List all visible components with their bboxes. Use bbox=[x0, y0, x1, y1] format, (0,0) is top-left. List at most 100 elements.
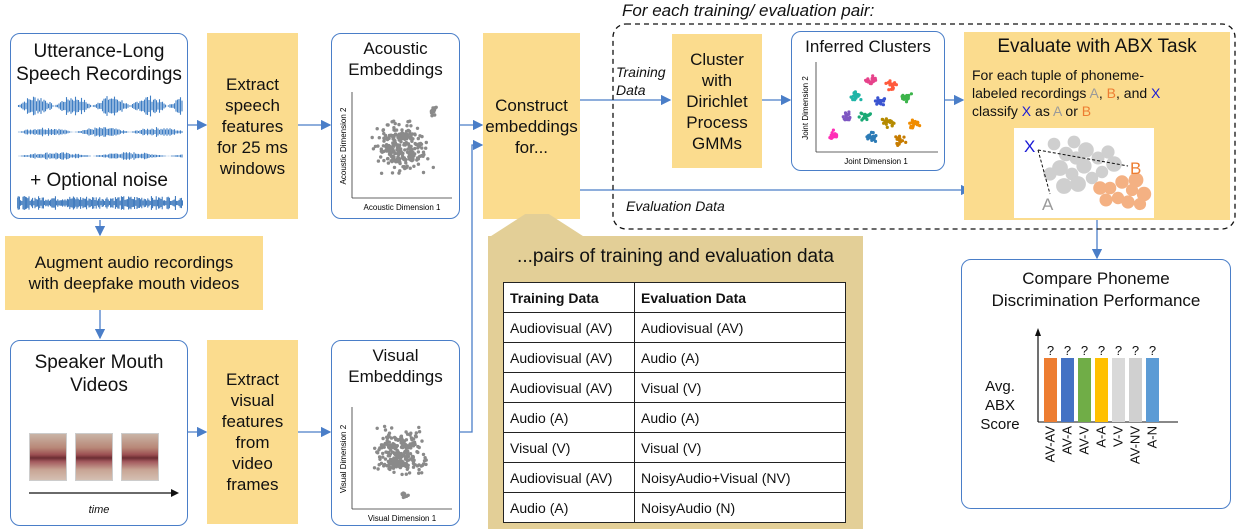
evaluation-cell: Audio (A) bbox=[634, 402, 846, 433]
training-cell: Audiovisual (AV) bbox=[503, 462, 635, 493]
pairs-panel: ...pairs of training and evaluation data… bbox=[488, 236, 863, 529]
inferred-scatter: Joint Dimension 1 Joint Dimension 2 bbox=[801, 62, 938, 166]
abx-illustration: X A B bbox=[1014, 128, 1154, 218]
bar-label-a-n: A-N bbox=[1145, 426, 1160, 448]
training-data-line1: Training bbox=[616, 64, 666, 80]
pairs-title: ...pairs of training and evaluation data bbox=[517, 246, 834, 267]
extract-visual-line2: visual bbox=[230, 391, 275, 410]
time-arrow bbox=[29, 489, 179, 497]
visual-title-line1: Visual bbox=[372, 346, 419, 365]
cluster-line1: Cluster bbox=[690, 49, 744, 69]
visual-title-line2: Embeddings bbox=[348, 367, 443, 386]
training-cell: Visual (V) bbox=[503, 432, 635, 463]
pairs-header-evaluation: Evaluation Data bbox=[634, 282, 846, 313]
acoustic-embeddings-box: Acoustic Embeddings Acoustic Dimension 1… bbox=[331, 33, 460, 219]
cluster-line4: Process bbox=[686, 112, 748, 132]
acoustic-title-line2: Embeddings bbox=[348, 60, 443, 79]
abx-description: For each tuple of phoneme- labeled recor… bbox=[972, 66, 1160, 120]
mouth-frame-3 bbox=[121, 433, 159, 481]
bar-label-av-a: AV-A bbox=[1060, 426, 1075, 455]
extract-speech-line4: for 25 ms bbox=[217, 137, 288, 157]
bar-value-label: ? bbox=[1115, 343, 1122, 358]
bar-label-av-nv: AV-NV bbox=[1128, 426, 1143, 464]
evaluation-cell: Audio (A) bbox=[634, 342, 846, 373]
abx-desc-line1: For each tuple of phoneme- bbox=[972, 67, 1144, 83]
extract-speech-line2: speech bbox=[225, 95, 280, 115]
extract-speech-line5: windows bbox=[219, 158, 286, 178]
pairs-table-wrap: Training Data Evaluation Data Audiovisua… bbox=[503, 282, 846, 523]
bar-av-v bbox=[1078, 358, 1091, 422]
acoustic-scatter: Acoustic Dimension 1 Acoustic Dimension … bbox=[339, 92, 452, 212]
noise-waveform bbox=[17, 196, 183, 210]
abx-title: Evaluate with ABX Task bbox=[997, 36, 1197, 57]
bar-value-label: ? bbox=[1149, 343, 1156, 358]
training-cell: Audio (A) bbox=[503, 492, 635, 523]
compare-ylabel-line2: ABX bbox=[984, 397, 1015, 414]
abx-task-box: Evaluate with ABX Task For each tuple of… bbox=[964, 32, 1230, 220]
extract-visual-line1: Extract bbox=[226, 370, 279, 389]
table-row: Audiovisual (AV)Audio (A) bbox=[503, 342, 846, 373]
abx-desc-line2: labeled recordings A, B, and X bbox=[972, 85, 1161, 101]
compare-title-line1: Compare Phoneme bbox=[1022, 269, 1170, 288]
abx-desc-line3: classify X as A or B bbox=[972, 103, 1092, 119]
training-data-label: Training Data bbox=[616, 63, 666, 99]
mouth-videos-box: Speaker Mouth Videos time bbox=[10, 340, 188, 526]
extract-visual-line5: video bbox=[232, 454, 273, 473]
construct-embeddings: Construct embeddings for... bbox=[483, 33, 580, 219]
abx-fig-x: X bbox=[1024, 137, 1035, 156]
evaluation-cell: Audiovisual (AV) bbox=[634, 312, 846, 343]
cluster-line2: with bbox=[701, 70, 733, 90]
evaluation-cell: NoisyAudio+Visual (NV) bbox=[634, 462, 846, 493]
evaluation-cell: Visual (V) bbox=[634, 432, 846, 463]
abx-fig-b: B bbox=[1130, 159, 1141, 178]
bar-label-v-v: V-V bbox=[1111, 426, 1126, 447]
extract-speech-line3: features bbox=[221, 116, 284, 136]
bar-value-label: ? bbox=[1081, 343, 1088, 358]
pairs-header-row: Training Data Evaluation Data bbox=[503, 282, 846, 313]
extract-visual-features: Extract visual features from video frame… bbox=[207, 340, 298, 524]
visual-xlabel: Visual Dimension 1 bbox=[368, 514, 437, 523]
mouth-title-line2: Videos bbox=[70, 375, 128, 396]
training-evaluation-group-border bbox=[612, 23, 1236, 230]
extract-visual-line6: frames bbox=[226, 475, 279, 494]
acoustic-title-line1: Acoustic bbox=[363, 39, 428, 58]
bar-label-a-a: A-A bbox=[1094, 426, 1109, 448]
group-title: For each training/ evaluation pair: bbox=[622, 1, 875, 20]
training-cell: Audiovisual (AV) bbox=[503, 372, 635, 403]
table-row: Audiovisual (AV)Visual (V) bbox=[503, 372, 846, 403]
pairs-table: Training Data Evaluation Data Audiovisua… bbox=[503, 282, 846, 523]
evaluation-data-label: Evaluation Data bbox=[626, 198, 725, 214]
recordings-title-line2: Speech Recordings bbox=[16, 64, 182, 85]
bar-av-nv bbox=[1129, 358, 1142, 422]
visual-ylabel: Visual Dimension 2 bbox=[339, 424, 348, 493]
extract-visual-line4: from bbox=[235, 433, 270, 452]
bar-value-label: ? bbox=[1132, 343, 1139, 358]
bar-value-label: ? bbox=[1098, 343, 1105, 358]
table-row: Audio (A)Audio (A) bbox=[503, 402, 846, 433]
acoustic-ylabel: Acoustic Dimension 2 bbox=[339, 107, 348, 184]
evaluation-cell: Visual (V) bbox=[634, 372, 846, 403]
inferred-ylabel: Joint Dimension 2 bbox=[801, 76, 810, 140]
bar-av-av bbox=[1044, 358, 1057, 422]
training-cell: Audio (A) bbox=[503, 402, 635, 433]
bar-av-a bbox=[1061, 358, 1074, 422]
waveform-icons bbox=[17, 95, 183, 160]
construct-line1: Construct bbox=[495, 95, 568, 115]
recordings-title-line1: Utterance-Long bbox=[33, 41, 165, 62]
pairs-header-training: Training Data bbox=[503, 282, 635, 313]
cluster-line3: Dirichlet bbox=[686, 91, 748, 111]
construct-line2: embeddings bbox=[485, 116, 578, 136]
compare-bar-chart: ?AV-AV?AV-A?AV-V?A-A?V-V?AV-NV?A-N bbox=[1035, 328, 1178, 464]
augment-box: Augment audio recordings with deepfake m… bbox=[5, 236, 263, 310]
construct-line3: for... bbox=[514, 137, 549, 157]
cluster-dpgmm: Cluster with Dirichlet Process GMMs bbox=[672, 34, 762, 168]
compare-title-line2: Discrimination Performance bbox=[991, 291, 1201, 310]
training-cell: Audiovisual (AV) bbox=[503, 342, 635, 373]
compare-ylabel-line1: Avg. bbox=[985, 378, 1015, 395]
extract-speech-line1: Extract bbox=[226, 74, 279, 94]
speech-recordings-box: Utterance-Long Speech Recordings + Optio… bbox=[10, 33, 188, 219]
bar-label-av-v: AV-V bbox=[1077, 426, 1092, 455]
table-row: Audiovisual (AV)Audiovisual (AV) bbox=[503, 312, 846, 343]
table-row: Visual (V)Visual (V) bbox=[503, 432, 846, 463]
